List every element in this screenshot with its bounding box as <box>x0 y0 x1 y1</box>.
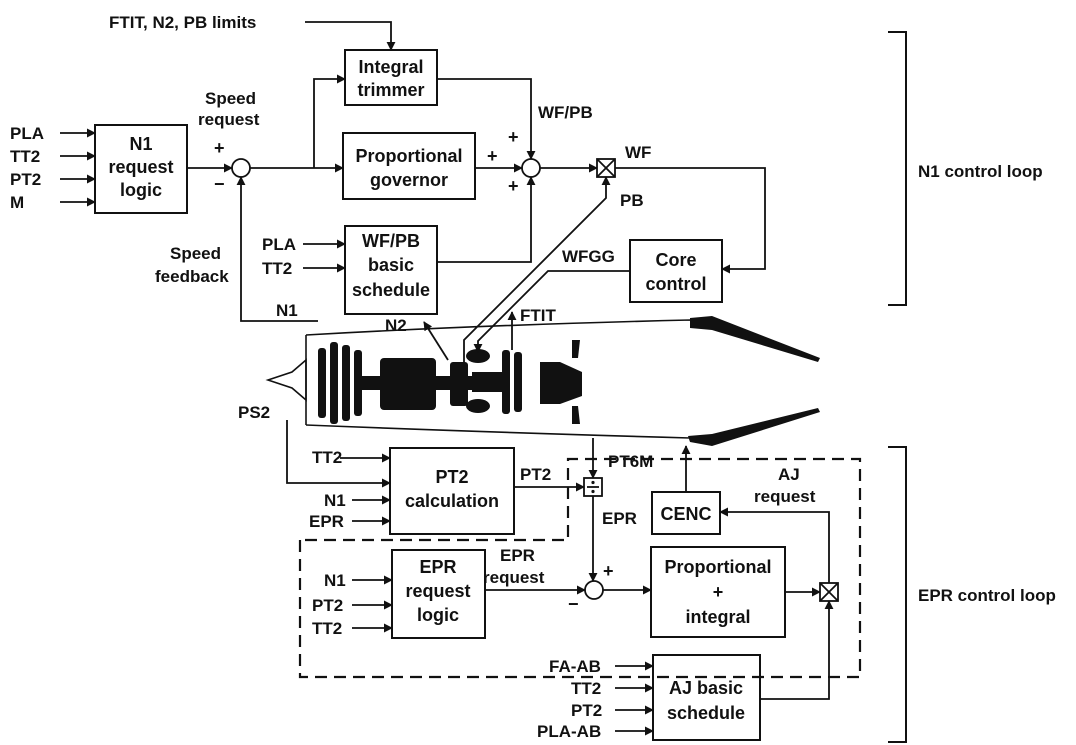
epr-summing-junction <box>584 580 604 600</box>
svg-text:Core: Core <box>655 250 696 270</box>
label-aj-faab: FA-AB <box>549 657 601 676</box>
block-wfpb-basic-schedule: WF/PB basic schedule <box>344 225 438 315</box>
svg-text:request: request <box>405 581 470 601</box>
label-aj-tt2: TT2 <box>571 679 601 698</box>
sign-plus-epr: + <box>603 561 614 581</box>
label-speed-feedback-2: feedback <box>155 267 229 286</box>
speed-summing-junction <box>231 158 251 178</box>
wf-multiplier-junction <box>596 158 616 178</box>
label-n2: N2 <box>385 316 407 335</box>
label-pt2-out: PT2 <box>520 465 551 484</box>
sign-plus-sched: + <box>508 176 519 196</box>
label-epr-request-2: request <box>483 568 545 587</box>
label-speed-request-2: request <box>198 110 260 129</box>
sign-minus-speed: − <box>214 174 225 194</box>
svg-text:integral: integral <box>685 607 750 627</box>
label-limits: FTIT, N2, PB limits <box>109 13 256 32</box>
svg-text:Integral: Integral <box>358 57 423 77</box>
label-calc-n1: N1 <box>324 491 346 510</box>
svg-text:WF/PB: WF/PB <box>362 231 420 251</box>
sign-plus-trim: + <box>508 127 519 147</box>
label-aj-plaab: PLA-AB <box>537 722 601 741</box>
label-eprl-pt2: PT2 <box>312 596 343 615</box>
svg-text:CENC: CENC <box>660 504 711 524</box>
sign-minus-epr: − <box>568 594 579 614</box>
bracket-n1-loop <box>888 31 907 306</box>
label-pt6m: PT6M <box>608 452 653 471</box>
label-aj-request-1: AJ <box>778 465 800 484</box>
block-aj-basic-schedule: AJ basic schedule <box>652 654 761 741</box>
dashed-epr-region <box>298 457 862 679</box>
label-pt2: PT2 <box>10 170 41 189</box>
turbofan-engine-icon <box>265 316 820 446</box>
label-epr-control-loop: EPR control loop <box>918 586 1056 605</box>
block-pt2-calculation: PT2 calculation <box>389 447 515 535</box>
svg-text:request: request <box>108 157 173 177</box>
label-calc-epr: EPR <box>309 512 344 531</box>
label-calc-tt2: TT2 <box>312 448 342 467</box>
label-speed-request-1: Speed <box>205 89 256 108</box>
svg-text:Proportional: Proportional <box>665 557 772 577</box>
svg-text:logic: logic <box>417 605 459 625</box>
label-wf: WF <box>625 143 651 162</box>
label-sched-pla: PLA <box>262 235 296 254</box>
block-integral-trimmer: Integral trimmer <box>344 49 438 106</box>
label-epr: EPR <box>602 509 637 528</box>
label-pb: PB <box>620 191 644 210</box>
svg-text:Proportional: Proportional <box>356 146 463 166</box>
wfpb-summing-junction <box>521 158 541 178</box>
label-speed-feedback-1: Speed <box>170 244 221 263</box>
svg-text:AJ basic: AJ basic <box>669 678 743 698</box>
svg-text:schedule: schedule <box>352 280 430 300</box>
block-cenc: CENC <box>651 491 721 535</box>
block-n1-request-logic: N1 request logic <box>94 124 188 214</box>
label-tt2: TT2 <box>10 147 40 166</box>
label-eprl-tt2: TT2 <box>312 619 342 638</box>
svg-text:control: control <box>646 274 707 294</box>
block-epr-request-logic: EPR request logic <box>391 549 486 639</box>
svg-text:calculation: calculation <box>405 491 499 511</box>
signal-lines <box>60 21 834 736</box>
svg-text:trimmer: trimmer <box>357 80 424 100</box>
label-n1: N1 <box>276 301 298 320</box>
block-proportional-integral: Proportional + integral <box>650 546 786 638</box>
svg-text:governor: governor <box>370 170 448 190</box>
aj-multiplier-junction <box>819 582 839 602</box>
svg-text:logic: logic <box>120 180 162 200</box>
label-pla: PLA <box>10 124 44 143</box>
label-aj-request-2: request <box>754 487 816 506</box>
block-proportional-governor: Proportional governor <box>342 132 476 200</box>
sign-plus-gov: + <box>487 146 498 166</box>
bracket-epr-loop <box>888 446 907 743</box>
svg-text:schedule: schedule <box>667 703 745 723</box>
sign-plus-speed: + <box>214 138 225 158</box>
label-n1-control-loop: N1 control loop <box>918 162 1043 181</box>
label-epr-request-1: EPR <box>500 546 535 565</box>
svg-text:+: + <box>713 582 724 602</box>
svg-text:EPR: EPR <box>419 557 456 577</box>
label-wfpb: WF/PB <box>538 103 593 122</box>
label-wfgg: WFGG <box>562 247 615 266</box>
label-m: M <box>10 193 24 212</box>
svg-text:PT2: PT2 <box>435 467 468 487</box>
label-eprl-n1: N1 <box>324 571 346 590</box>
block-core-control: Core control <box>629 239 723 303</box>
label-ftit: FTIT <box>520 306 556 325</box>
svg-text:N1: N1 <box>129 134 152 154</box>
svg-text:basic: basic <box>368 255 414 275</box>
epr-divider-junction <box>583 477 603 497</box>
label-ps2: PS2 <box>238 403 270 422</box>
label-sched-tt2: TT2 <box>262 259 292 278</box>
label-aj-pt2: PT2 <box>571 701 602 720</box>
